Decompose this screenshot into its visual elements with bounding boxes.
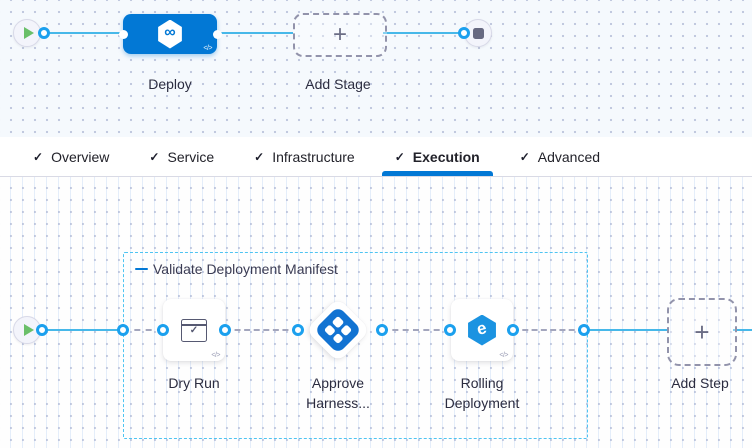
step-group-label: Validate Deployment Manifest — [153, 261, 338, 277]
add-step-label: Add Step — [671, 375, 729, 391]
tab-overview[interactable]: ✓ Overview — [20, 137, 122, 176]
connector-port — [292, 324, 304, 336]
step-label: Dry Run — [168, 375, 220, 391]
connector-port — [507, 324, 519, 336]
plus-icon: + — [694, 317, 710, 347]
check-icon: ✓ — [149, 149, 160, 164]
stage-in-port — [118, 29, 128, 39]
check-icon: ✓ — [254, 149, 265, 164]
stage-node-deploy[interactable]: ∞ </> — [118, 14, 222, 54]
plus-icon: + — [332, 21, 347, 48]
step-connector-dashed — [382, 329, 450, 331]
connector-port — [444, 324, 456, 336]
tab-execution[interactable]: ✓ Execution — [381, 137, 493, 176]
step-connector-dashed — [225, 329, 298, 331]
check-glyph: ✓ — [189, 324, 199, 336]
stage-connector-line — [383, 32, 464, 34]
code-view-icon[interactable]: </> — [499, 352, 508, 359]
play-icon — [23, 324, 34, 336]
connector-port — [376, 324, 388, 336]
check-icon: ✓ — [394, 149, 405, 164]
tab-service[interactable]: ✓ Service — [136, 137, 227, 176]
tab-label: Overview — [51, 148, 110, 165]
step-node-rolling-deployment[interactable]: e </> — [451, 299, 513, 361]
step-label: Approve Harness... — [306, 375, 370, 411]
tab-label: Service — [167, 148, 215, 165]
add-stage-button[interactable]: + — [293, 13, 387, 57]
step-connector-dashed — [123, 329, 163, 331]
check-icon: ✓ — [33, 149, 44, 164]
connector-port — [157, 324, 169, 336]
step-label: Rolling Deployment — [444, 375, 520, 411]
pipeline-start-node — [13, 19, 41, 47]
execution-graph-canvas: Validate Deployment Manifest ✓ </> — [0, 177, 752, 448]
dry-run-icon: ✓ — [181, 318, 207, 342]
stage-out-port — [212, 29, 222, 39]
step-group-validate-deployment-manifest[interactable]: Validate Deployment Manifest — [123, 252, 588, 439]
rolling-glyph: e — [474, 318, 489, 339]
check-icon: ✓ — [519, 149, 530, 164]
connector-port — [117, 324, 129, 336]
stop-icon — [472, 27, 484, 39]
connector-port — [36, 324, 48, 336]
rolling-deployment-icon: e — [468, 314, 496, 346]
tab-label: Infrastructure — [272, 148, 355, 165]
step-connector-line — [584, 329, 667, 331]
connector-port — [458, 27, 470, 39]
stage-connector-line — [42, 32, 123, 34]
step-connector-line — [733, 329, 752, 331]
connector-port — [219, 324, 231, 336]
stage-label: Deploy — [148, 76, 192, 92]
stage-connector-line — [217, 32, 293, 34]
step-connector-dashed — [513, 329, 584, 331]
code-view-icon[interactable]: </> — [203, 45, 212, 52]
add-step-button[interactable]: + — [667, 298, 737, 366]
play-icon — [23, 27, 34, 39]
stage-graph-canvas: ∞ </> Deploy + Add Stage — [0, 0, 752, 137]
step-node-dry-run[interactable]: ✓ </> — [163, 299, 225, 361]
connector-port — [578, 324, 590, 336]
tab-advanced[interactable]: ✓ Advanced — [507, 137, 613, 176]
tab-infrastructure[interactable]: ✓ Infrastructure — [241, 137, 368, 176]
stage-config-tabs: ✓ Overview ✓ Service ✓ Infrastructure ✓ … — [0, 137, 752, 177]
step-connector-line — [40, 329, 123, 331]
tab-label: Advanced — [537, 148, 601, 165]
step-group-header: Validate Deployment Manifest — [135, 261, 338, 277]
collapse-group-icon[interactable] — [135, 267, 148, 271]
connector-port — [38, 27, 50, 39]
add-stage-label: Add Stage — [305, 76, 371, 92]
active-tab-underline — [381, 171, 493, 176]
harness-cd-icon: ∞ — [158, 19, 182, 49]
code-view-icon[interactable]: </> — [211, 352, 220, 359]
infinity-glyph: ∞ — [164, 24, 176, 41]
tab-label: Execution — [412, 148, 480, 165]
